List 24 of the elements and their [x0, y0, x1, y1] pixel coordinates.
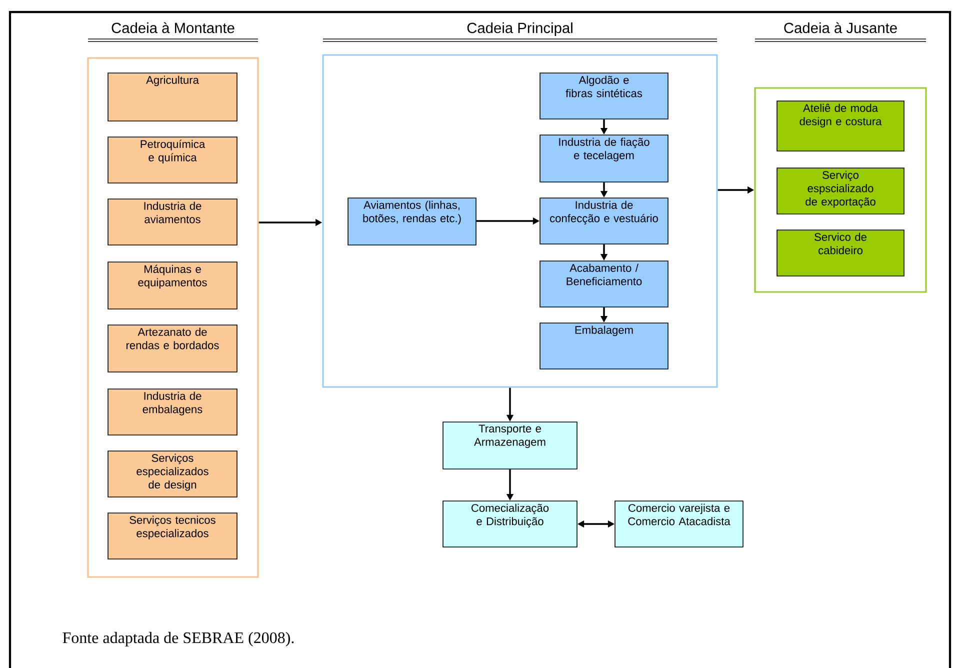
process-box: Industria de confecção e vestuário: [540, 198, 668, 244]
process-box: Comecialização e Distribuição: [442, 500, 578, 548]
process-box: Servico de cabideiro: [776, 230, 904, 276]
process-box: Embalagem: [540, 322, 668, 370]
process-box: Aviamentos (linhas, botões, rendas etc.): [348, 198, 476, 246]
process-box: Transporte e Armazenagem: [442, 422, 578, 470]
process-box: Serviço espscializado de exportação: [776, 168, 904, 214]
process-box: Petroquímica e química: [108, 136, 238, 184]
process-box: Industria de embalagens: [108, 388, 238, 436]
process-box: Máquinas e equipamentos: [108, 262, 238, 310]
process-box: Algodão e fibras sintéticas: [540, 72, 668, 120]
process-box: Artezanato de rendas e bordados: [108, 324, 238, 372]
process-box: Comercio varejista e Comercio Atacadista: [614, 500, 744, 548]
node-label: Cadeia à Jusante: [784, 22, 897, 34]
process-box: Agricultura: [108, 72, 238, 122]
process-box: Ateliê de moda design e costura: [776, 100, 904, 152]
process-box: Serviços especializados de design: [108, 450, 238, 498]
node-label: Cadeia à Montante: [112, 22, 234, 34]
process-box: Industria de aviamentos: [108, 198, 238, 246]
process-box: Serviços tecnicos especializados: [108, 512, 238, 560]
process-box: Acabamento / Beneficiamento: [540, 260, 668, 308]
caption: Fonte adaptada de SEBRAE (2008).: [62, 632, 294, 646]
process-box: Industria de fiação e tecelagem: [540, 134, 668, 182]
node-label: Cadeia Principal: [467, 22, 572, 36]
